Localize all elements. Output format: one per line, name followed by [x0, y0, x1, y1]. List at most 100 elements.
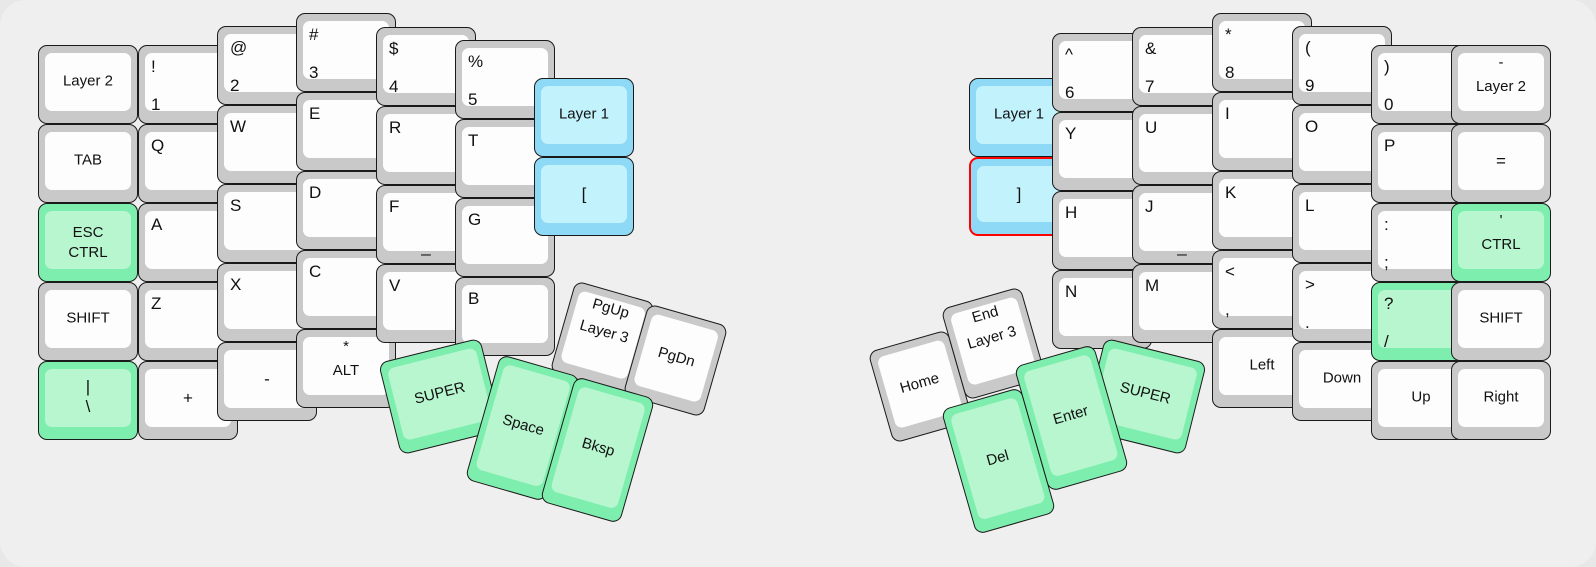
key-legend-shifted: > — [1305, 275, 1315, 294]
key-r-c7-r5[interactable]: Right — [1451, 361, 1551, 440]
keycap: Down — [1299, 350, 1385, 408]
key-l-c4-r5[interactable]: *ALT — [296, 329, 396, 408]
key-legend-main: Del — [984, 446, 1011, 470]
key-legend-main: CTRL — [68, 244, 108, 261]
key-l-c7-r1[interactable]: Layer 1 — [534, 78, 634, 157]
key-legend-main: + — [183, 388, 193, 408]
keycap: Right — [1458, 369, 1544, 427]
key-legend-main: Bksp — [580, 433, 617, 460]
key-legend-main: M — [1145, 276, 1160, 295]
keycap: SUPER — [386, 347, 493, 441]
keycap: PgDn — [632, 313, 720, 404]
keycap: = — [1458, 132, 1544, 190]
key-legend-main: 3 — [309, 63, 319, 82]
key-legend-main: Layer 1 — [558, 105, 610, 123]
key-r-c7-r1[interactable]: -Layer 2 — [1451, 45, 1551, 124]
keycap: &7 — [1139, 35, 1225, 96]
key-legend-main: - — [264, 369, 270, 389]
keycap: V — [383, 272, 469, 330]
key-legend-main: D — [309, 183, 322, 202]
key-legend-main: TAB — [73, 151, 103, 169]
key-legend-shifted: ) — [1384, 57, 1390, 76]
key-l-c7-r2[interactable]: [ — [534, 157, 634, 236]
keycap: <, — [1219, 258, 1305, 319]
keycap: *8 — [1219, 21, 1305, 82]
keycap: |\ — [45, 369, 131, 427]
key-legend-main: 1 — [151, 95, 161, 114]
keycap: Up — [1378, 369, 1464, 427]
keycap: *ALT — [303, 337, 389, 395]
key-legend-shifted: : — [1384, 215, 1389, 234]
keycap: Q — [145, 132, 231, 190]
key-legend-shifted: ( — [1305, 38, 1311, 57]
keycap: Y — [1059, 120, 1145, 178]
keycap: Layer 2 — [45, 53, 131, 111]
key-legend-main: [ — [581, 184, 587, 204]
key-r-c7-r4[interactable]: SHIFT — [1451, 282, 1551, 361]
keycap: M — [1139, 272, 1225, 330]
key-legend-shifted: | — [85, 377, 91, 396]
key-l-c1-r2[interactable]: TAB — [38, 124, 138, 203]
key-legend-main: 0 — [1384, 95, 1394, 114]
key-legend-main: O — [1305, 117, 1319, 136]
homing-bump-icon: _ — [421, 237, 431, 256]
key-legend-main: 4 — [389, 77, 399, 96]
key-legend-main: Down — [1322, 369, 1362, 387]
key-l-c1-r4[interactable]: SHIFT — [38, 282, 138, 361]
key-r-c7-r3[interactable]: 'CTRL — [1451, 203, 1551, 282]
key-legend-main: N — [1065, 282, 1078, 301]
key-legend-main: S — [230, 196, 242, 215]
key-legend-main: V — [389, 276, 401, 295]
key-legend-shifted: - — [1498, 54, 1504, 71]
key-legend-shifted: % — [468, 52, 484, 71]
keycap: A — [145, 211, 231, 269]
keycap: %5 — [462, 48, 548, 109]
key-legend-main: U — [1145, 118, 1158, 137]
key-legend-main: Layer 1 — [993, 105, 1045, 123]
keycap: S — [224, 192, 310, 250]
keycap: TAB — [45, 132, 131, 190]
key-legend-shifted: & — [1145, 39, 1157, 58]
key-legend-main: Left — [1249, 356, 1275, 374]
key-r-c4-r1[interactable]: *8 — [1212, 13, 1312, 92]
key-legend-main: Y — [1065, 124, 1077, 143]
keycap: + — [145, 369, 231, 427]
key-legend-main: SHIFT — [1479, 309, 1523, 327]
key-legend-shifted: ESC — [72, 224, 104, 241]
key-l-c1-r1[interactable]: Layer 2 — [38, 45, 138, 124]
key-legend-main: / — [1384, 332, 1389, 351]
key-legend-main: ALT — [332, 362, 360, 379]
key-legend-main: 6 — [1065, 83, 1075, 102]
keycap: J_ — [1139, 193, 1225, 256]
key-legend-main: 5 — [468, 90, 478, 109]
keycap: U — [1139, 114, 1225, 172]
keycap: Layer 1 — [976, 86, 1062, 144]
key-legend-main: G — [468, 210, 482, 229]
key-legend-main: Q — [151, 136, 165, 155]
key-legend-main: SHIFT — [66, 309, 110, 327]
key-legend-main: Right — [1483, 388, 1519, 406]
key-legend-main: I — [1225, 104, 1230, 123]
keycap: E — [303, 100, 389, 158]
keycap: R — [383, 114, 469, 172]
key-r-c5-r4[interactable]: >. — [1292, 263, 1392, 342]
key-legend-shifted: @ — [230, 38, 248, 57]
key-legend-main: 7 — [1145, 77, 1155, 96]
key-legend-main: PgDn — [656, 343, 697, 371]
key-legend-main: 9 — [1305, 76, 1315, 95]
key-r-c7-r2[interactable]: = — [1451, 124, 1551, 203]
key-l-c1-r5[interactable]: |\ — [38, 361, 138, 440]
key-legend-main: A — [151, 215, 163, 234]
key-l-c1-r3[interactable]: ESC CTRL — [38, 203, 138, 282]
key-legend-main: . — [1305, 313, 1310, 332]
keycap: ?/ — [1378, 290, 1464, 351]
key-r-c3-r2[interactable]: U — [1132, 106, 1232, 185]
key-legend-main: Space — [500, 410, 547, 439]
key-l-c6-r4[interactable]: B — [455, 277, 555, 356]
keycap: - — [224, 350, 310, 408]
keycap: N — [1059, 278, 1145, 336]
key-legend-main: X — [230, 275, 242, 294]
key-legend-shifted: * — [1225, 25, 1232, 44]
